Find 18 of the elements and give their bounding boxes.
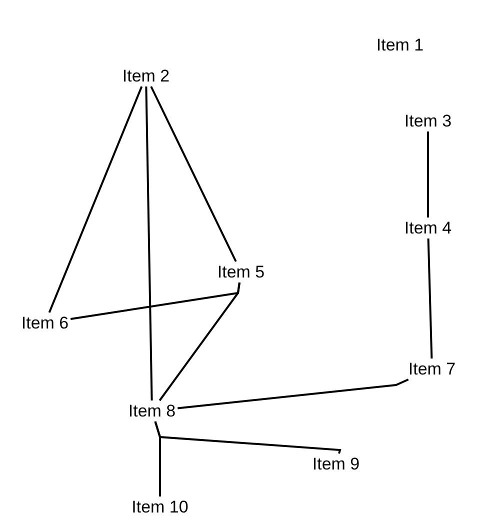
connector-line [150,86,237,262]
item-label: Item 3 [403,112,453,130]
connector-line [145,86,153,401]
item-label: Item 6 [20,314,70,332]
connector-line [178,378,409,410]
item-label: Item 2 [121,66,171,86]
connector-line [48,86,143,313]
connector-line [154,421,161,496]
item-label: Item 5 [216,262,266,282]
item-label: Item 8 [127,402,177,420]
item-label: Item 7 [407,360,457,378]
connector-line [427,238,433,359]
item-label: Item 10 [130,498,190,516]
connector-line [158,282,240,402]
item-label: Item 9 [311,454,361,474]
item-label: Item 1 [375,36,425,54]
connector-line [427,132,429,218]
item-label: Item 4 [403,218,453,238]
